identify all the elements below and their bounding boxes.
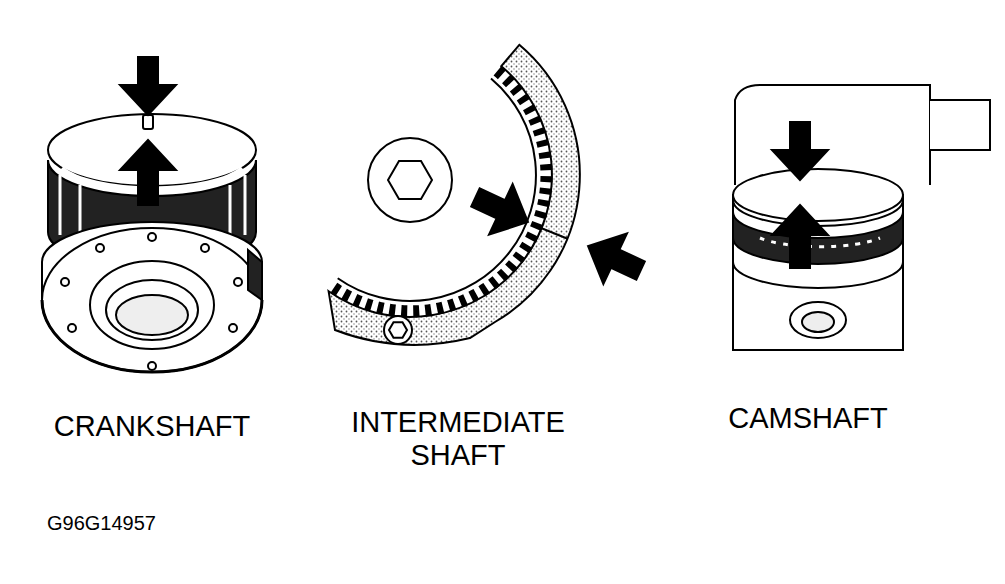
part-name: CAMSHAFT (678, 402, 938, 435)
crankshaft-sprocket (42, 57, 262, 372)
intermediate-shaft-sprocket (329, 45, 653, 345)
figure-id: G96G14957 (47, 512, 247, 535)
camshaft-sprocket (733, 85, 990, 350)
part-name: INTERMEDIATE SHAFT (318, 406, 598, 473)
part-name: CRANKSHAFT (22, 410, 282, 443)
